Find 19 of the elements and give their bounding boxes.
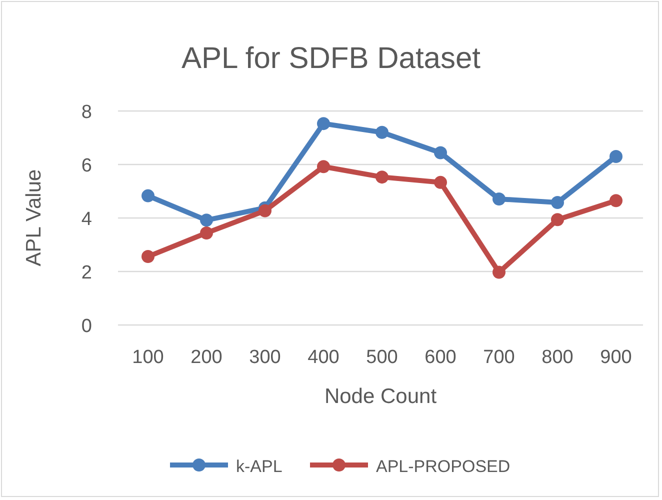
x-tick-label: 400	[308, 347, 340, 368]
x-tick-label: 900	[600, 347, 632, 368]
x-tick-label: 600	[424, 347, 456, 368]
chart-title: APL for SDFB Dataset	[181, 41, 480, 77]
y-tick-label: 8	[81, 102, 92, 123]
legend-label: APL-PROPOSED	[376, 457, 510, 476]
x-tick-label: 500	[366, 347, 398, 368]
x-tick-label: 200	[190, 347, 222, 368]
x-tick-label: 800	[542, 347, 574, 368]
x-axis-title: Node Count	[324, 384, 437, 410]
y-tick-label: 2	[81, 262, 92, 284]
x-tick-label: 300	[249, 347, 281, 368]
legend-label: k-APL	[236, 457, 282, 476]
x-tick-label: 100	[132, 347, 164, 368]
x-tick-label: 700	[483, 347, 515, 368]
y-tick-label: 6	[81, 156, 92, 176]
y-tick-label: 0	[81, 316, 92, 337]
y-axis-title: APL Value	[21, 170, 46, 266]
y-tick-label: 4	[81, 209, 92, 230]
